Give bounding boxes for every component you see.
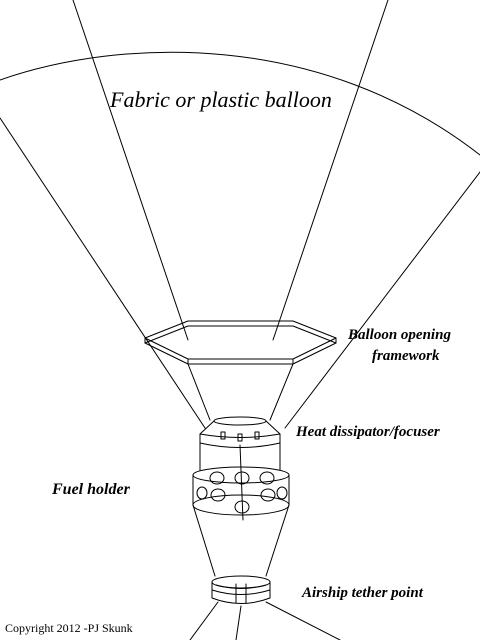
dissipator-vent: [255, 432, 259, 439]
tether-point-label: Airship tether point: [302, 585, 423, 601]
tether-ring-body: [212, 582, 270, 604]
fuel-holder-side: [266, 505, 289, 576]
fuel-hole: [210, 472, 224, 484]
opening-framework-label-line2: framework: [372, 348, 440, 364]
heat-dissipator-label: Heat dissipator/focuser: [296, 424, 440, 440]
balloon-label: Fabric or plastic balloon: [110, 87, 332, 112]
balloon-top-curve: [0, 52, 480, 155]
tether-line: [266, 602, 340, 640]
dissipator-top: [214, 417, 266, 425]
fuel-center-line: [240, 445, 243, 520]
balloon-rib-left: [73, 0, 188, 340]
balloon-envelope: [0, 0, 480, 428]
fuel-hole: [277, 487, 287, 499]
balloon-rib-right: [273, 0, 388, 340]
fuel-holder: [193, 443, 289, 576]
tether-ring-inner: [216, 585, 266, 589]
tether-point: [190, 576, 340, 640]
framework-lower-ring: [145, 326, 336, 364]
dissipator-vent: [221, 432, 225, 439]
heat-dissipator: [200, 417, 280, 448]
fuel-hole: [235, 501, 249, 513]
tether-line: [190, 602, 218, 640]
fuel-hole: [260, 472, 274, 484]
tether-line: [236, 606, 241, 640]
fuel-hole: [211, 489, 225, 501]
balloon-left-edge: [0, 118, 205, 428]
opening-framework-label-line1: Balloon opening: [348, 327, 451, 343]
balloon-right-edge: [285, 172, 480, 428]
framework-strut: [270, 364, 293, 420]
dissipator-vent: [238, 434, 242, 441]
copyright-notice: Copyright 2012 -PJ Skunk: [5, 621, 133, 635]
fuel-holder-label: Fuel holder: [52, 481, 130, 498]
fuel-holder-side: [193, 505, 215, 576]
fuel-hole: [197, 487, 207, 499]
framework-upper-ring: [145, 321, 336, 359]
fuel-hole: [261, 489, 275, 501]
opening-framework: [145, 321, 336, 420]
dissipator-rim: [200, 434, 280, 438]
fuel-hole: [235, 472, 249, 484]
tether-ring-band: [212, 590, 270, 595]
framework-strut: [188, 364, 210, 420]
